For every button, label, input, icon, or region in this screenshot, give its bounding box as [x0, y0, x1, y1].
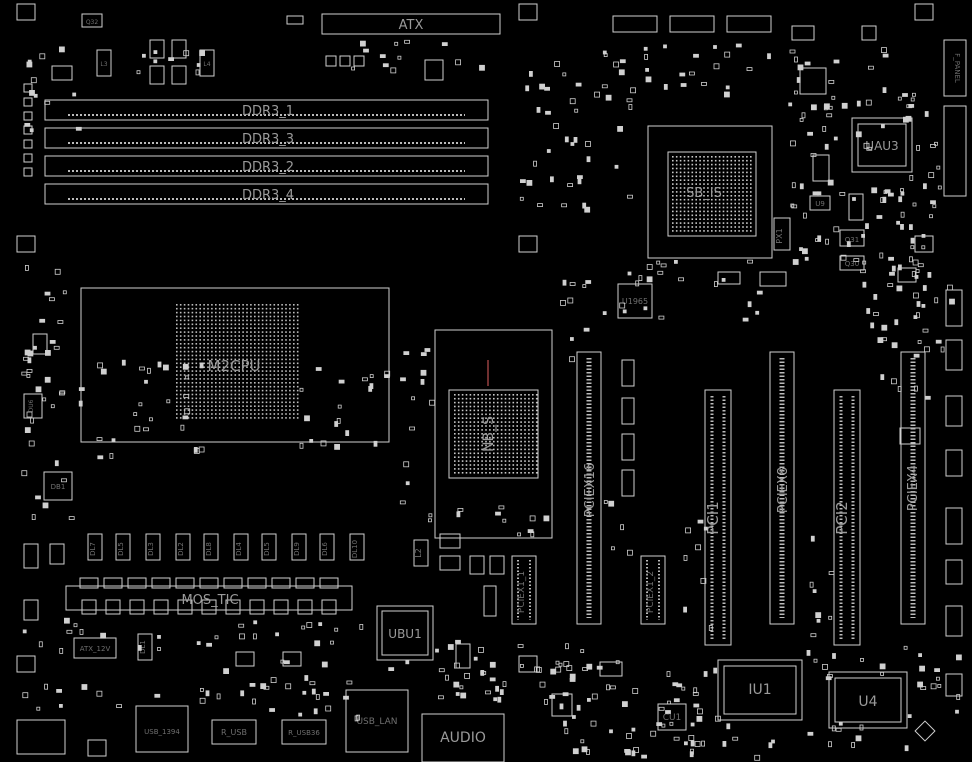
dl-label: DL3	[147, 542, 155, 556]
atx-connector: ATX	[321, 13, 501, 35]
dl-label: DL6	[321, 542, 329, 556]
svg-text:F_PANEL: F_PANEL	[953, 53, 961, 83]
svg-text:PCIEX16: PCIEX16	[583, 463, 598, 517]
pciex16-slot: PCIEX16	[576, 351, 602, 625]
dl-label: DL8	[205, 542, 213, 556]
svg-text:Q31: Q31	[845, 236, 859, 244]
svg-text:U4: U4	[858, 694, 877, 710]
m2cpu-label: M2CPU	[208, 357, 261, 375]
dl-label: DL2	[177, 542, 185, 556]
dl-label: DL5	[117, 542, 125, 556]
mounting-marks	[16, 3, 934, 673]
cu1-chip: CU1	[551, 661, 687, 731]
svg-text:ATX_12V: ATX_12V	[80, 645, 111, 653]
pciex1-1-slot: PCIEX1_1	[511, 555, 537, 625]
dl-label: DL7	[89, 542, 97, 556]
svg-text:Q30: Q30	[845, 260, 859, 268]
cpu-socket: M2CPU	[80, 287, 390, 443]
ubu1-chip: UBU1	[376, 605, 471, 669]
smd-components	[21, 39, 962, 761]
slot-side-parts: L2	[413, 359, 635, 617]
svg-text:PCI1: PCI1	[704, 501, 722, 535]
dl-label: DL9	[293, 542, 301, 556]
u1965-chip: U1965	[617, 283, 653, 319]
sb-label: SB_IS	[686, 186, 722, 201]
southbridge: SB_IS	[647, 125, 773, 259]
svg-text:L3: L3	[100, 61, 107, 68]
ddr3-4-label: DDR3_4	[242, 188, 294, 203]
svg-text:L2: L2	[414, 548, 423, 558]
pciex1-2-slot: PCIEX1_2	[640, 555, 666, 625]
q32-label: Q32	[86, 19, 99, 26]
svg-text:PCIEX8: PCIEX8	[776, 467, 791, 513]
dl-label: DL5	[263, 542, 271, 556]
ddr3-1-label: DDR3_1	[242, 104, 294, 119]
atx-label: ATX	[399, 18, 424, 33]
ddr3-2-label: DDR3_2	[242, 160, 294, 175]
svg-text:R_USB36: R_USB36	[288, 729, 320, 737]
pciex4-slot: PCIEX4	[900, 351, 926, 625]
nb-label: NB_S	[481, 416, 497, 452]
pci2-slot: PCI2	[833, 389, 861, 646]
svg-text:U9: U9	[815, 200, 825, 208]
ddr3-slots: DDR3_1 DDR3_3 DDR3_2 DDR3_4	[44, 99, 489, 205]
svg-text:USB_LAN: USB_LAN	[356, 717, 397, 727]
svg-text:UAU3: UAU3	[865, 139, 898, 153]
svg-text:PCI2: PCI2	[833, 501, 851, 535]
svg-text:R_USB: R_USB	[221, 728, 247, 737]
svg-text:MOS_TIC: MOS_TIC	[181, 593, 238, 608]
u4-chip: U4	[828, 671, 908, 729]
top-small-parts: L3 L4	[51, 39, 444, 85]
right-edge-parts	[945, 289, 963, 697]
svg-text:CU1: CU1	[663, 713, 682, 723]
svg-text:IU1: IU1	[748, 682, 771, 698]
svg-text:L4: L4	[203, 61, 210, 68]
ddr3-3-label: DDR3_3	[242, 132, 294, 147]
pciex8-slot: PCIEX8	[769, 351, 795, 625]
uau3-chip: UAU3	[851, 117, 913, 173]
svg-text:USB_1394: USB_1394	[144, 728, 180, 736]
pci1-slot: PCI1	[704, 389, 732, 646]
svg-text:DB1: DB1	[51, 483, 66, 491]
svg-text:UBU1: UBU1	[388, 627, 421, 641]
left-caps	[23, 83, 33, 177]
mos-row: MOS_TIC	[65, 577, 353, 615]
svg-text:PCIEX1_1: PCIEX1_1	[517, 571, 527, 613]
dl-label: DL10	[351, 540, 359, 558]
northbridge: NB_S	[434, 329, 553, 539]
iu1-chip: IU1	[717, 659, 803, 721]
dl-label: DL4	[235, 542, 243, 556]
atx-12v: ATX_12V DL1	[73, 633, 302, 667]
svg-text:U1965: U1965	[622, 297, 648, 306]
bottom-connectors: USB_1394 R_USB R_USB36 USB_LAN AUDIO	[16, 689, 505, 762]
svg-text:PCIEX1_2: PCIEX1_2	[646, 571, 656, 613]
svg-text:PX1: PX1	[775, 228, 784, 243]
svg-text:DU6: DU6	[28, 399, 35, 412]
svg-text:DL1: DL1	[139, 640, 147, 654]
inductor-row: DL7 DL5 DL3 DL2 DL8 DL4 DL5 DL9 DL6 DL10	[87, 533, 365, 561]
svg-text:AUDIO: AUDIO	[440, 730, 486, 746]
svg-text:PCIEX4: PCIEX4	[906, 465, 921, 511]
sb-side-parts: PX1 Q31 Q30 U9	[717, 154, 921, 445]
f-panel: F_PANEL	[943, 39, 967, 197]
